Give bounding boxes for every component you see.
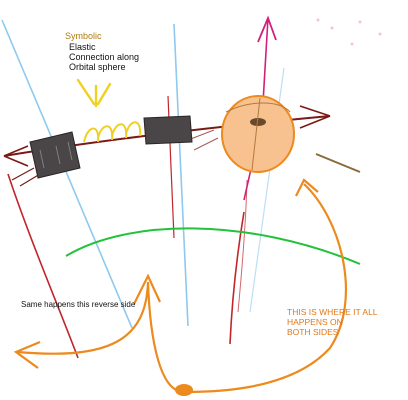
orange-knot [175,384,193,396]
red-line-left [7,173,79,359]
label-orbital-sphere: Orbital sphere [69,62,126,72]
label-where-1: THIS IS WHERE IT ALL [287,307,378,317]
blue-line-center [173,23,189,327]
label-reverse-side: Same happens this reverse side [21,300,136,309]
axis-tail-mid [187,129,219,151]
axis-arrow-right [299,105,331,129]
label-where-3: BOTH SIDES [287,327,339,337]
label-where-2: HAPPENS ON [287,317,343,327]
axis-arrow-left [3,145,29,167]
left-block [29,131,81,179]
faint-flecks [316,18,382,46]
yellow-spring [83,121,142,143]
label-elastic: Elastic [69,42,96,52]
red-line-right-2 [237,179,248,313]
magenta-arrow-head [257,15,277,43]
orange-arrow-mid [133,273,161,305]
green-arc [65,227,361,265]
axis-tail-left [11,167,41,187]
orange-loop [17,183,348,394]
orbital-sphere [221,95,295,173]
yellow-arrow [76,78,112,108]
red-line-right [229,211,245,345]
orange-arrow-left [13,340,41,369]
right-block [143,115,193,145]
symbolic-title: Symbolic [65,31,102,41]
blue-line-left [1,19,133,329]
brown-line [315,153,361,173]
orange-arrow-upper [295,178,319,197]
label-connection: Connection along [69,52,140,62]
